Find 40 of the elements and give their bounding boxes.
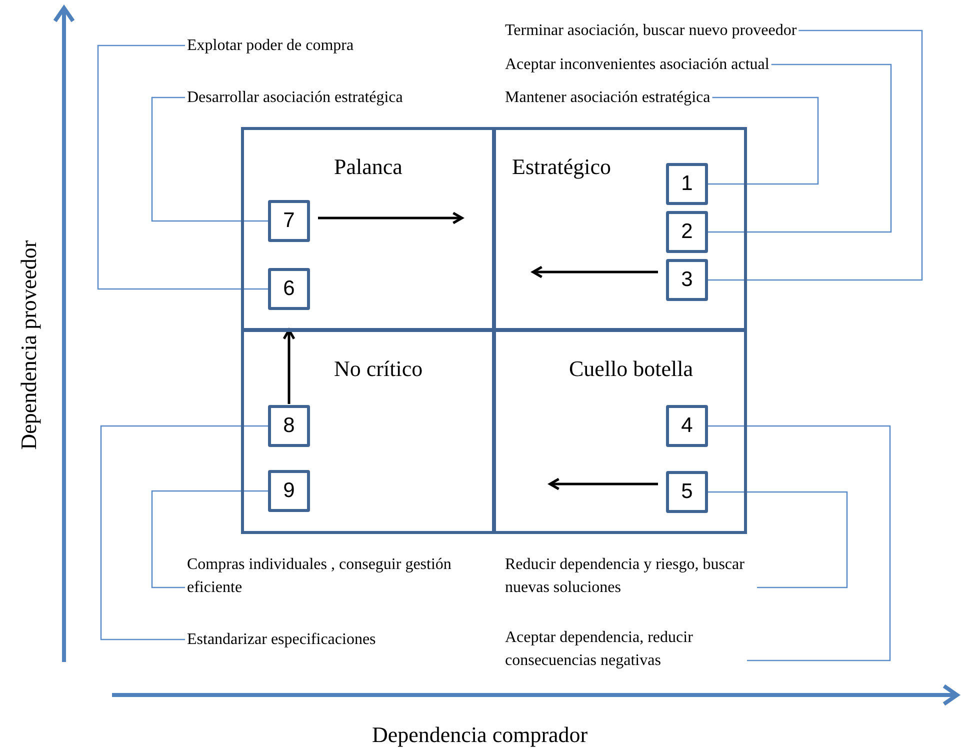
strategy-text: Reducir dependencia y riesgo, buscar nuevas soluciones (505, 553, 755, 599)
quadrant-title: Estratégico (512, 154, 611, 180)
arrow (548, 478, 658, 490)
leader-line (151, 490, 268, 588)
strategy-text: Estandarizar especificaciones (187, 628, 376, 651)
callout-number: 2 (666, 211, 708, 253)
quadrant-title: Palanca (334, 154, 402, 180)
strategy-text: Compras individuales , conseguir gestión eficiente (187, 553, 455, 599)
strategy-text: Mantener asociación estratégica (505, 86, 710, 109)
quadrant-title: No crítico (334, 356, 423, 382)
leader-line (708, 64, 892, 233)
leader-line (708, 425, 891, 662)
leader-line (100, 425, 268, 640)
strategy-text: Terminar asociación, buscar nuevo proveedor (505, 19, 797, 42)
callout-number: 8 (268, 405, 310, 447)
strategy-text: Desarrollar asociación estratégica (187, 86, 403, 109)
callout-number: 7 (268, 200, 310, 242)
arrow (532, 266, 658, 278)
callout-number: 9 (268, 470, 310, 512)
callout-number: 6 (268, 268, 310, 310)
quadrant-box (493, 127, 747, 331)
leader-line (708, 491, 848, 588)
axis-label: Dependencia comprador (372, 722, 588, 748)
quadrant-title: Cuello botella (569, 356, 694, 382)
quadrant-box (493, 329, 747, 534)
quadrant-box (241, 329, 495, 534)
leader-line (151, 96, 268, 222)
leader-line (708, 30, 923, 281)
leader-line (97, 44, 268, 290)
callout-number: 3 (666, 259, 708, 301)
quadrant-box (241, 127, 495, 331)
strategy-text: Aceptar inconvenientes asociación actual (505, 53, 770, 76)
leader-line (708, 96, 819, 185)
callout-number: 1 (666, 163, 708, 205)
arrow (318, 212, 464, 224)
strategy-text: Aceptar dependencia, reducir consecuencias negativas (505, 626, 745, 672)
callout-number: 4 (666, 405, 708, 447)
callout-number: 5 (666, 471, 708, 513)
axis-label: Dependencia proveedor (16, 240, 42, 450)
strategy-text: Explotar poder de compra (187, 34, 354, 57)
